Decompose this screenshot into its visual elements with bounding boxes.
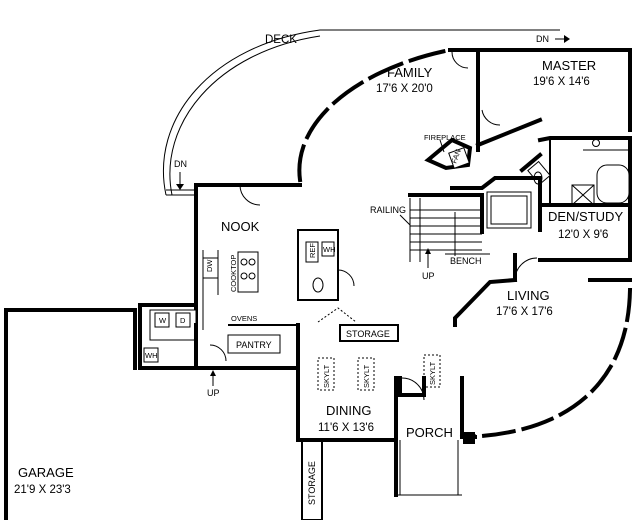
fireplace-label: FIREPLACE xyxy=(424,133,466,142)
dn-label: DN xyxy=(174,159,187,169)
living-arc-wall xyxy=(459,287,633,440)
living-wall xyxy=(453,277,518,327)
door-swing xyxy=(317,307,357,323)
cooktop-label: COOKTOP xyxy=(229,255,238,292)
porch-name: PORCH xyxy=(406,425,453,440)
garage-name: GARAGE xyxy=(18,465,74,480)
dishwasher xyxy=(202,257,219,279)
nook-name: NOOK xyxy=(221,219,260,234)
fireplace-pointer xyxy=(439,139,445,153)
arrow-head xyxy=(425,248,431,254)
arrow-head xyxy=(564,35,570,43)
half-bath xyxy=(297,229,339,301)
fan-unit xyxy=(448,147,470,169)
arrow-head xyxy=(210,370,216,376)
family-arc-wall xyxy=(297,47,453,183)
door-swing xyxy=(481,109,501,126)
door-swing xyxy=(239,184,261,206)
door-swing xyxy=(401,377,425,401)
stair-landing-inner xyxy=(490,195,528,225)
wh-space xyxy=(321,241,335,257)
family-dim: 17'6 X 20'0 xyxy=(376,83,433,95)
arrow-head xyxy=(176,184,184,190)
dw-label: DW xyxy=(205,259,214,272)
master-wall xyxy=(475,117,543,148)
up-label: UP xyxy=(422,271,435,281)
skylight-label: SKYLT xyxy=(322,364,331,388)
storage-label: STORAGE xyxy=(346,329,390,339)
den-name: DEN/STUDY xyxy=(548,209,623,224)
ref-label: REF xyxy=(308,243,317,258)
dining-name: DINING xyxy=(326,403,372,418)
pantry xyxy=(227,334,281,354)
door-swing xyxy=(209,344,227,362)
skylight-label: SKYLT xyxy=(362,364,371,388)
skylight xyxy=(317,357,335,391)
master-bath-wall xyxy=(537,136,632,262)
burner xyxy=(248,258,256,266)
garage-dim: 21'9 X 23'3 xyxy=(14,484,71,496)
half-bath-toilet xyxy=(312,277,324,293)
garage-storage-label: STORAGE xyxy=(307,461,317,505)
door-swing xyxy=(337,269,355,287)
dryer-label: D xyxy=(180,316,186,325)
stair-wall xyxy=(450,176,542,232)
door-swing xyxy=(514,257,538,281)
den-dim: 12'0 X 9'6 xyxy=(558,229,608,241)
burner xyxy=(248,272,256,280)
skylight-label: SKYLT xyxy=(428,361,437,385)
stair-landing xyxy=(486,191,532,229)
washer xyxy=(154,312,170,328)
deck-edge-inner xyxy=(169,35,321,196)
burner xyxy=(240,258,248,266)
stair-treads xyxy=(409,198,482,262)
entry-wall xyxy=(394,376,426,397)
dn-label: DN xyxy=(536,34,549,44)
cooktop-island xyxy=(237,251,259,293)
burner xyxy=(240,272,248,280)
deck-label: DECK xyxy=(265,34,297,46)
railing-line xyxy=(399,214,411,226)
bath-tub xyxy=(596,164,630,204)
door-swing xyxy=(451,51,469,69)
garage-wall xyxy=(4,308,137,370)
fireplace xyxy=(424,137,473,171)
dining-dim: 11'6 X 13'6 xyxy=(318,422,374,434)
wh-label: WH xyxy=(323,245,336,254)
up-label: UP xyxy=(207,388,220,398)
living-dim: 17'6 X 17'6 xyxy=(496,306,553,318)
family-name: FAMILY xyxy=(387,65,433,80)
porch-column xyxy=(463,432,475,444)
skylight xyxy=(423,354,441,388)
pantry-label: PANTRY xyxy=(236,340,272,350)
master-dim: 19'6 X 14'6 xyxy=(533,76,590,88)
bath-wall xyxy=(519,152,543,173)
railing-label: RAILING xyxy=(370,205,406,215)
ovens-label: OVENS xyxy=(231,314,257,323)
storage-closet xyxy=(339,324,399,342)
living-name: LIVING xyxy=(507,288,550,303)
ref-space xyxy=(305,241,319,263)
master-name: MASTER xyxy=(542,58,596,73)
dryer xyxy=(175,312,191,328)
washer-label: W xyxy=(159,316,167,325)
wh-label: WH xyxy=(145,351,158,360)
bath-sink xyxy=(592,139,600,147)
bench-label: BENCH xyxy=(450,256,482,266)
deck-edge xyxy=(162,29,560,196)
water-heater xyxy=(143,347,159,363)
skylight xyxy=(357,357,375,391)
shower-x xyxy=(571,184,595,206)
